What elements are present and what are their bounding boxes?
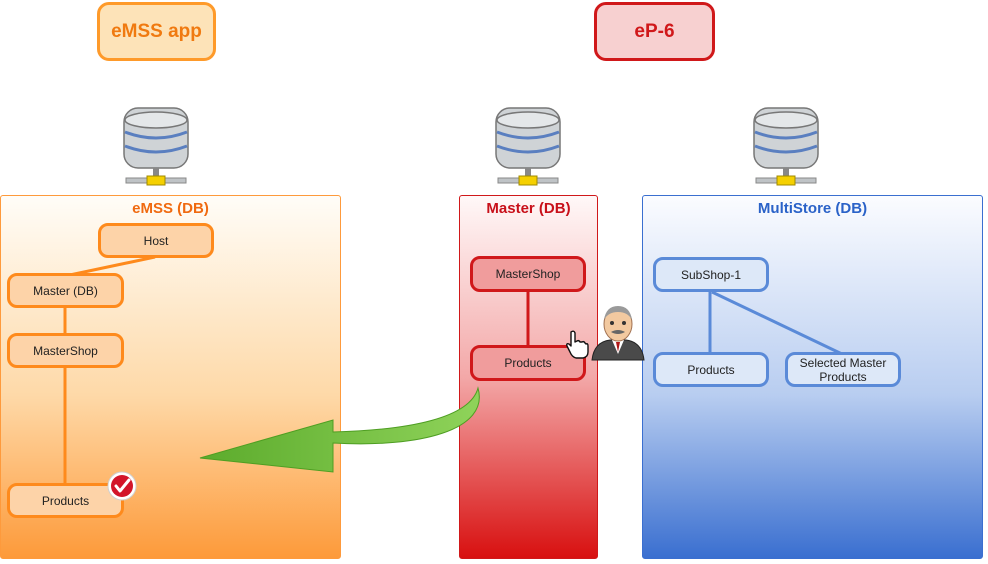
emss-mastershop-node[interactable]: MasterShop (7, 333, 124, 368)
master-products-node[interactable]: Products (470, 345, 586, 381)
database-server-icon (123, 107, 189, 186)
emss-db-title: eMSS (DB) (132, 200, 209, 217)
user-avatar-icon (591, 306, 645, 361)
emss-products-label: Products (41, 493, 90, 508)
database-server-icon (753, 107, 819, 186)
ep6-header: eP-6 (594, 2, 715, 61)
emss-products-node[interactable]: Products (7, 483, 124, 518)
database-server-icon (495, 107, 561, 186)
ep6-label: eP-6 (634, 20, 675, 42)
emss-host-node[interactable]: Host (98, 223, 214, 258)
connector-subshop-selected (711, 290, 843, 356)
emss-master-db-node[interactable]: Master (DB) (7, 273, 124, 308)
emss-app-label: eMSS app (111, 20, 202, 42)
checkmark-badge-icon (107, 471, 137, 501)
emss-mastershop-label: MasterShop (33, 343, 98, 358)
master-mastershop-node[interactable]: MasterShop (470, 256, 586, 292)
multistore-subshop-node[interactable]: SubShop-1 (653, 257, 769, 292)
connector-host-master (64, 255, 156, 278)
multistore-selected-master-products-node[interactable]: Selected Master Products (785, 352, 901, 387)
master-products-label: Products (504, 356, 552, 370)
emss-master-db-label: Master (DB) (33, 283, 98, 298)
multistore-selected-label: Selected Master Products (799, 355, 887, 384)
multistore-subshop-label: SubShop-1 (680, 267, 742, 282)
multistore-products-label: Products (687, 362, 735, 377)
multistore-db-title: MultiStore (DB) (757, 200, 868, 217)
multistore-products-node[interactable]: Products (653, 352, 769, 387)
emss-host-label: Host (143, 233, 169, 248)
curved-arrow-icon (199, 386, 480, 473)
master-mastershop-label: MasterShop (495, 267, 561, 281)
master-db-title: Master (DB) (486, 200, 571, 217)
hand-pointer-icon (566, 330, 589, 359)
emss-app-header: eMSS app (97, 2, 216, 61)
